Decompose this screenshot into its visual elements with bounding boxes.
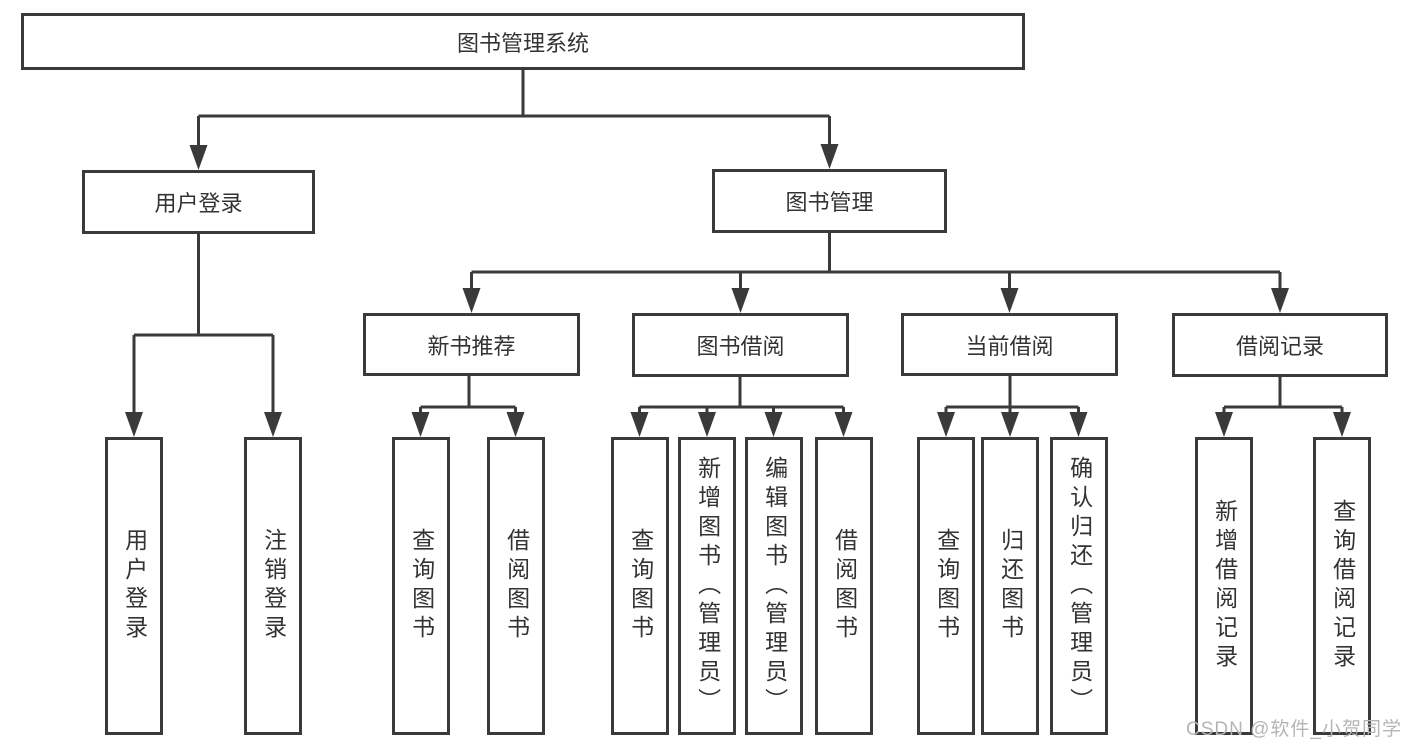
arrow-down-icon — [1000, 288, 1019, 313]
arrow-down-icon — [462, 288, 481, 313]
arrow-down-icon — [264, 412, 282, 437]
node-root-system: 图书管理系统 — [21, 13, 1025, 70]
leaf-logout: 注销登录 — [244, 437, 302, 735]
leaf-confirm-return-admin: 确认归还（管理员） — [1050, 437, 1108, 735]
arrow-down-icon — [1215, 412, 1233, 437]
leaf-add-borrow-record: 新增借阅记录 — [1195, 437, 1253, 735]
arrow-down-icon — [506, 412, 525, 437]
leaf-borrow-books: 借阅图书 — [815, 437, 873, 735]
leaf-add-books-admin: 新增图书（管理员） — [678, 437, 736, 735]
arrow-down-icon — [189, 145, 208, 170]
arrow-down-icon — [1001, 412, 1019, 437]
arrow-down-icon — [764, 412, 783, 437]
arrow-down-icon — [125, 412, 143, 437]
leaf-query-books: 查询图书 — [917, 437, 975, 735]
leaf-borrow-books: 借阅图书 — [487, 437, 545, 735]
leaf-query-borrow-record: 查询借阅记录 — [1313, 437, 1371, 735]
node-book-management: 图书管理 — [712, 169, 947, 233]
leaf-return-books: 归还图书 — [981, 437, 1039, 735]
arrow-down-icon — [411, 412, 430, 437]
node-current-borrow: 当前借阅 — [901, 313, 1118, 376]
arrow-down-icon — [731, 288, 750, 313]
arrow-down-icon — [1333, 412, 1351, 437]
node-borrow-records: 借阅记录 — [1172, 313, 1388, 377]
arrow-down-icon — [834, 412, 853, 437]
node-book-borrow: 图书借阅 — [632, 313, 849, 377]
leaf-query-books: 查询图书 — [392, 437, 450, 735]
arrowheads — [125, 144, 1351, 437]
node-user-login: 用户登录 — [82, 170, 315, 234]
leaf-edit-books-admin: 编辑图书（管理员） — [745, 437, 803, 735]
node-new-book-recommend: 新书推荐 — [363, 313, 580, 376]
csdn-watermark: CSDN @软件_小贺同学 — [1186, 719, 1402, 740]
arrow-down-icon — [698, 412, 716, 437]
arrow-down-icon — [1069, 412, 1088, 437]
leaf-user-login: 用户登录 — [105, 437, 163, 735]
arrow-down-icon — [937, 412, 955, 437]
arrow-down-icon — [630, 412, 649, 437]
arrow-down-icon — [1271, 288, 1289, 313]
arrow-down-icon — [820, 144, 839, 169]
leaf-query-books: 查询图书 — [611, 437, 669, 735]
